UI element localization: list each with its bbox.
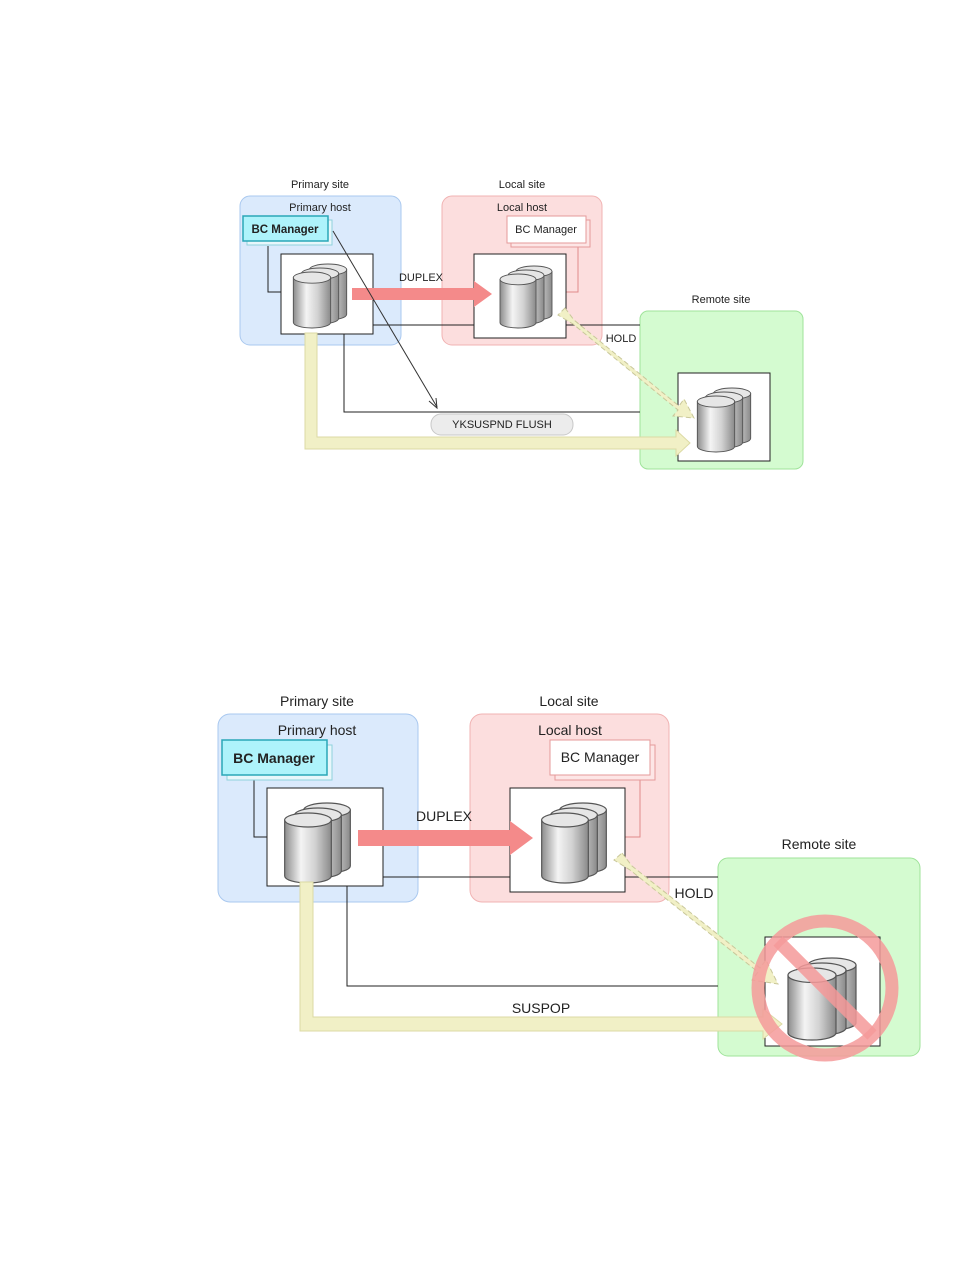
local-host-label: Local host: [538, 722, 602, 738]
remote-volume-icon: [697, 388, 750, 452]
local-bc-manager-box: BC Manager: [550, 740, 655, 780]
hold-label: HOLD: [606, 333, 637, 345]
command-label: YKSUSPND FLUSH: [452, 419, 552, 431]
remote-site-label: Remote site: [782, 836, 857, 852]
local-volume-icon: [500, 266, 552, 328]
primary-host-label: Primary host: [278, 722, 357, 738]
local-bc-manager-label: BC Manager: [515, 224, 577, 236]
local-host-label: Local host: [497, 202, 547, 214]
primary-site-label: Primary site: [291, 179, 349, 191]
local-site-label: Local site: [499, 179, 545, 191]
suspop-label: SUSPOP: [512, 1000, 570, 1016]
bc-manager-box: BC Manager: [243, 216, 332, 245]
remote-copy-arrow: [305, 333, 690, 456]
local-bc-manager-box: BC Manager: [507, 216, 590, 247]
control-path-line: [344, 334, 640, 412]
primary-volume-icon: [285, 803, 351, 883]
primary-site-label: Primary site: [280, 693, 354, 709]
bc-manager-box: BC Manager: [222, 740, 332, 780]
duplex-label: DUPLEX: [399, 272, 444, 284]
bc-manager-label: BC Manager: [233, 750, 315, 766]
diagram-2: BC Manager BC Manager Primary site Prima…: [218, 693, 920, 1056]
bc-manager-label: BC Manager: [251, 224, 319, 236]
diagram-1: BC Manager BC Manager YKSUSPND FLUSH Pri…: [240, 179, 803, 469]
local-site-label: Local site: [539, 693, 598, 709]
duplex-label: DUPLEX: [416, 808, 473, 824]
primary-volume-icon: [293, 264, 346, 328]
local-bc-manager-label: BC Manager: [561, 749, 640, 765]
remote-site-label: Remote site: [692, 294, 751, 306]
local-volume-icon: [542, 803, 607, 883]
primary-host-label: Primary host: [289, 202, 351, 214]
hold-label: HOLD: [675, 885, 714, 901]
